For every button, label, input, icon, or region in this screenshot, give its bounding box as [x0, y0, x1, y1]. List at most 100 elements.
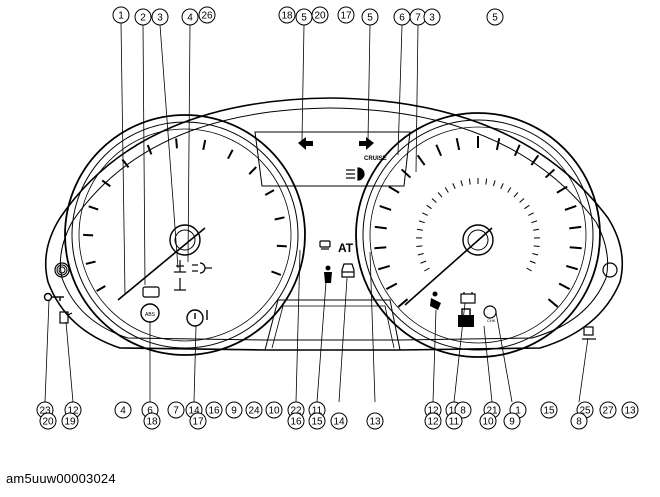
- at-label: AT: [338, 241, 354, 255]
- callout-top-5b: 5: [361, 8, 379, 26]
- svg-text:9: 9: [231, 406, 237, 417]
- seatbelt-icon: [324, 265, 332, 283]
- cruise-label: CRUISE: [364, 156, 387, 162]
- svg-text:5: 5: [492, 13, 498, 24]
- brake-warning-icon: [186, 309, 208, 327]
- right-gauge: [355, 112, 601, 358]
- side-knobs: [54, 262, 618, 278]
- svg-text:10: 10: [268, 406, 280, 417]
- callout-low-13: 13: [366, 412, 384, 430]
- svg-text:7: 7: [173, 406, 179, 417]
- svg-text:15: 15: [543, 406, 555, 417]
- front-fog-icon: [192, 262, 212, 274]
- high-beam-icon: [346, 167, 365, 181]
- svg-text:2: 2: [140, 13, 146, 24]
- svg-text:14: 14: [333, 417, 345, 428]
- callout-top-5c: 5: [486, 8, 504, 26]
- key-icon: [43, 292, 64, 302]
- svg-text:12: 12: [427, 417, 439, 428]
- callout-bot-15a: 15: [540, 401, 558, 419]
- svg-text:3: 3: [429, 13, 435, 24]
- slip-icon: [319, 240, 331, 250]
- door-ajar-icon: [341, 263, 355, 278]
- left-needle-hub: [169, 224, 201, 256]
- callout-low-18: 18: [143, 412, 161, 430]
- coolant-temp-icon: [174, 260, 186, 291]
- svg-text:18: 18: [146, 417, 158, 428]
- svg-text:1: 1: [118, 11, 124, 22]
- svg-text:CHK: CHK: [487, 318, 496, 323]
- svg-text:5: 5: [367, 13, 373, 24]
- svg-text:8: 8: [460, 406, 466, 417]
- svg-text:19: 19: [64, 417, 76, 428]
- svg-text:12: 12: [427, 406, 439, 417]
- security-icon: [458, 308, 474, 327]
- trip-reset-knob-right: [602, 262, 618, 278]
- svg-text:ABS: ABS: [145, 312, 156, 318]
- svg-text:17: 17: [340, 11, 352, 22]
- svg-text:26: 26: [201, 11, 213, 22]
- svg-text:3: 3: [157, 13, 163, 24]
- svg-text:20: 20: [314, 11, 326, 22]
- svg-text:16: 16: [208, 406, 220, 417]
- callout-bot-16: 16: [205, 401, 223, 419]
- svg-text:25: 25: [579, 406, 591, 417]
- callout-top-3a: 3: [151, 8, 169, 26]
- svg-text:11: 11: [449, 406, 460, 417]
- callout-bot-9a: 9: [225, 401, 243, 419]
- callout-low-20: 20: [39, 412, 57, 430]
- callout-low-8: 8: [570, 412, 588, 430]
- callout-top-20: 20: [311, 6, 329, 24]
- left-gauge: [64, 114, 306, 356]
- callout-bot-13a: 13: [621, 401, 639, 419]
- svg-text:7: 7: [415, 13, 421, 24]
- callout-leader-lines: [44, 22, 589, 403]
- svg-text:22: 22: [290, 406, 302, 417]
- oil-pressure-icon: [142, 286, 160, 298]
- charge-battery-icon: [460, 292, 476, 304]
- speedometer-small-icon: [56, 264, 68, 276]
- svg-text:4: 4: [187, 13, 193, 24]
- callout-top-3b: 3: [423, 8, 441, 26]
- svg-text:1: 1: [515, 406, 521, 417]
- svg-text:6: 6: [147, 406, 153, 417]
- callout-top-4: 4: [181, 8, 199, 26]
- engine-check-icon: CHK: [483, 305, 497, 323]
- figure-caption: am5uuw00003024: [6, 471, 116, 486]
- svg-text:14: 14: [188, 406, 200, 417]
- callout-low-11: 11: [445, 412, 463, 430]
- svg-text:8: 8: [576, 417, 582, 428]
- right-side-icon: [582, 326, 596, 340]
- right-needle: [404, 227, 493, 306]
- callout-bot-4: 4: [114, 401, 132, 419]
- airbag-icon: [430, 291, 441, 310]
- svg-text:13: 13: [369, 417, 381, 428]
- callout-bot-7: 7: [167, 401, 185, 419]
- right-gauge-minor-ticks: [416, 178, 540, 272]
- callout-low-14: 14: [330, 412, 348, 430]
- left-turn-arrow-icon: [298, 137, 313, 150]
- right-turn-arrow-icon: [359, 137, 374, 150]
- svg-text:23: 23: [39, 406, 51, 417]
- right-gauge-lamps: CHK: [430, 291, 596, 340]
- right-gauge-ticks: [374, 136, 582, 308]
- callout-low-10: 10: [479, 412, 497, 430]
- svg-text:20: 20: [42, 417, 54, 428]
- svg-text:11: 11: [312, 406, 323, 417]
- callout-low-19: 19: [61, 412, 79, 430]
- svg-text:11: 11: [449, 417, 460, 428]
- right-needle-hub: [462, 224, 494, 256]
- svg-text:5: 5: [301, 13, 307, 24]
- callout-top-18: 18: [278, 6, 296, 24]
- fuel-door-icon: [59, 311, 73, 324]
- svg-text:6: 6: [399, 13, 405, 24]
- svg-text:12: 12: [67, 406, 79, 417]
- center-lower-lamps: AT: [319, 240, 355, 283]
- left-gauge-ticks: [83, 138, 287, 292]
- callout-low-15: 15: [308, 412, 326, 430]
- abs-icon: ABS: [140, 303, 160, 323]
- callout-top-6: 6: [393, 8, 411, 26]
- callout-top-5a: 5: [295, 8, 313, 26]
- trip-reset-knob-left: [54, 262, 70, 278]
